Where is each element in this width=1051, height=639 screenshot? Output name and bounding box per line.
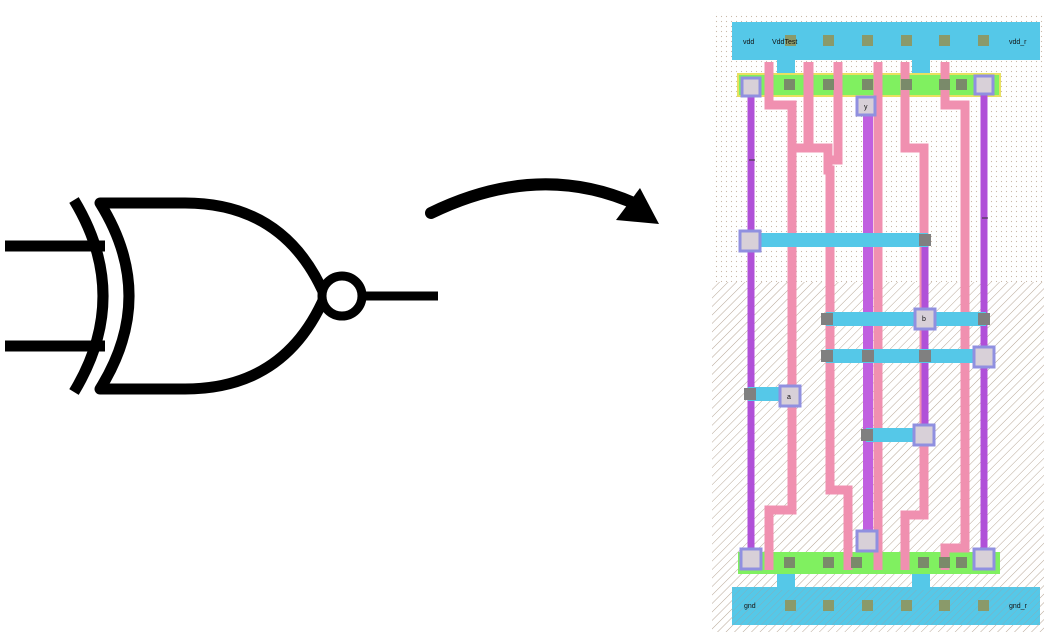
gnd-label: gnd	[744, 603, 756, 610]
gate-body	[94, 197, 331, 395]
curved-arrow-icon	[425, 178, 659, 224]
pin-y-label: y	[864, 104, 868, 111]
cell-layout: vdd VddTest vdd_r gnd gnd_r y a b	[712, 12, 1044, 632]
poly-gates	[764, 62, 970, 570]
vdd-r-label: vdd_r	[1009, 39, 1027, 46]
pin-b-label: b	[922, 316, 926, 323]
vdd-rail-contacts	[785, 35, 989, 46]
gnd-rail	[732, 587, 1040, 625]
diffusion-contacts	[784, 79, 967, 568]
xnor-gate-icon	[5, 197, 438, 395]
vddtest-label: VddTest	[772, 39, 797, 46]
pin-a-label: a	[787, 394, 791, 401]
xor-input-curve	[69, 197, 109, 395]
inversion-bubble	[317, 271, 367, 321]
vias	[738, 74, 996, 571]
contacts	[744, 234, 990, 441]
gnd-r-label: gnd_r	[1009, 603, 1028, 610]
gnd-rail-contacts	[785, 600, 989, 611]
n-diffusion	[738, 552, 1000, 574]
vdd-label: vdd	[743, 39, 754, 46]
